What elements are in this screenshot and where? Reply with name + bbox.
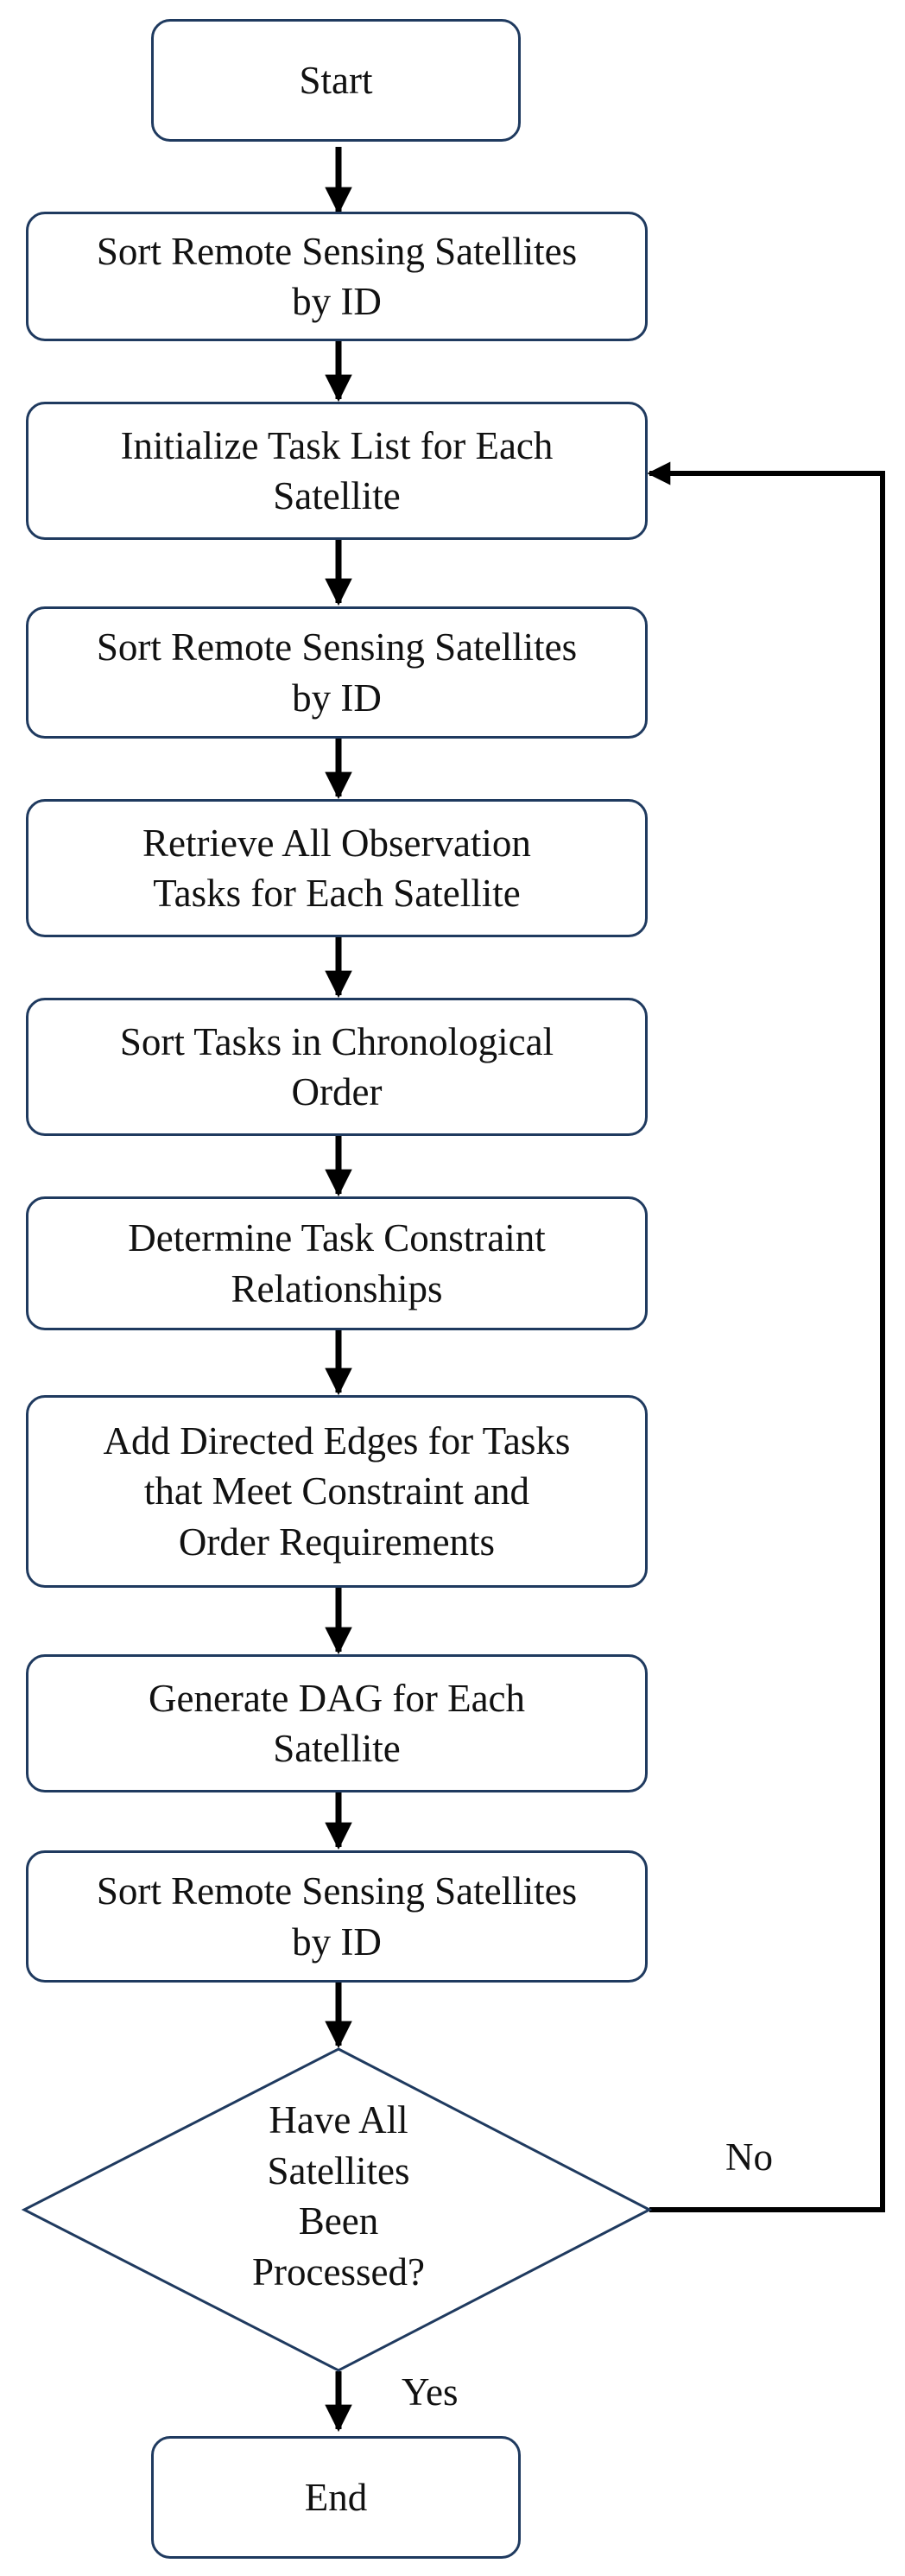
step-generate-dag: Generate DAG for Each Satellite: [26, 1654, 648, 1792]
step-initialize-task-list: Initialize Task List for Each Satellite: [26, 402, 648, 540]
step-add-directed-edges: Add Directed Edges for Tasks that Meet C…: [26, 1395, 648, 1588]
yes-label: Yes: [402, 2370, 459, 2414]
arrow-no-loop-back: [647, 461, 885, 2212]
step-sort-satellites-2: Sort Remote Sensing Satellites by ID: [26, 606, 648, 739]
step-determine-constraints: Determine Task Constraint Relationships: [26, 1196, 648, 1330]
step-retrieve-observation-tasks: Retrieve All Observation Tasks for Each …: [26, 799, 648, 937]
decision-diamond: [21, 2047, 653, 2372]
decision-text: Have All Satellites Been Processed?: [252, 2098, 425, 2294]
no-label: No: [725, 2135, 773, 2179]
step-sort-satellites-3: Sort Remote Sensing Satellites by ID: [26, 1850, 648, 1983]
step-sort-satellites-1: Sort Remote Sensing Satellites by ID: [26, 212, 648, 341]
end-node: End: [151, 2436, 521, 2559]
step-sort-tasks-chronological: Sort Tasks in Chronological Order: [26, 998, 648, 1136]
start-node: Start: [151, 19, 521, 142]
